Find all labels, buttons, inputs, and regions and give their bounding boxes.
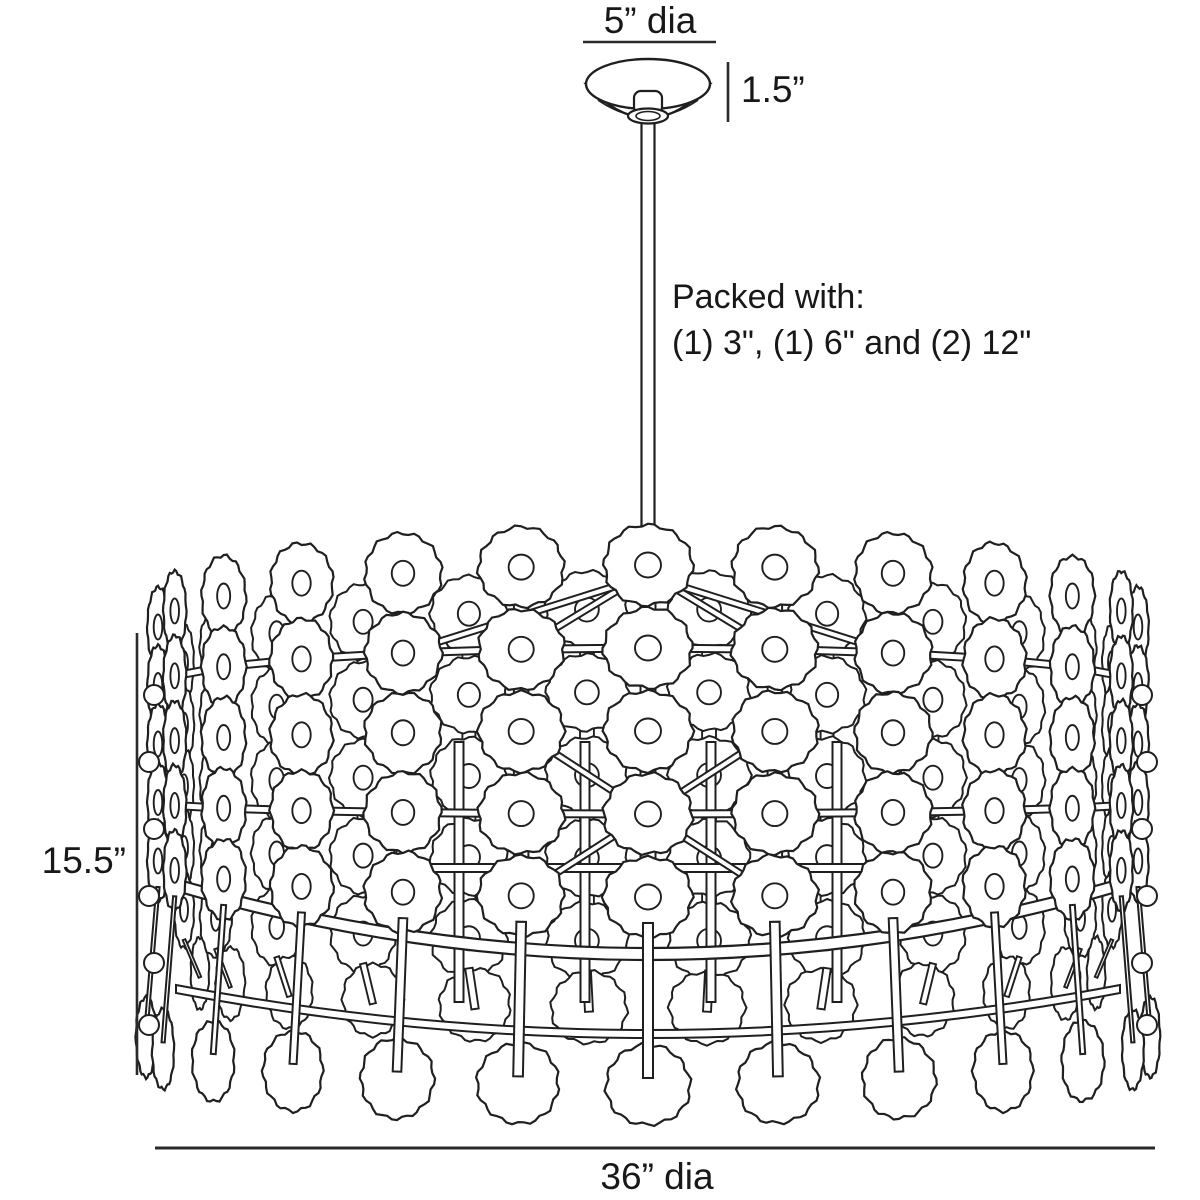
canopy-height-label: 1.5” xyxy=(741,69,805,110)
packing-note: Packed with: (1) 3", (1) 6" and (2) 12" xyxy=(672,274,1031,366)
packing-note-line1: Packed with: xyxy=(672,278,865,316)
fixture-height-label: 15.5” xyxy=(41,840,126,881)
dimension-lines xyxy=(135,40,1155,1150)
fixture-diameter-label: 36” dia xyxy=(600,1156,714,1197)
ceiling-canopy xyxy=(583,57,713,125)
packing-note-line2: (1) 3", (1) 6" and (2) 12" xyxy=(672,324,1032,362)
drum-front-layer xyxy=(134,522,1162,1128)
down-rod xyxy=(640,98,656,534)
canopy-diameter-label: 5” dia xyxy=(603,0,697,41)
